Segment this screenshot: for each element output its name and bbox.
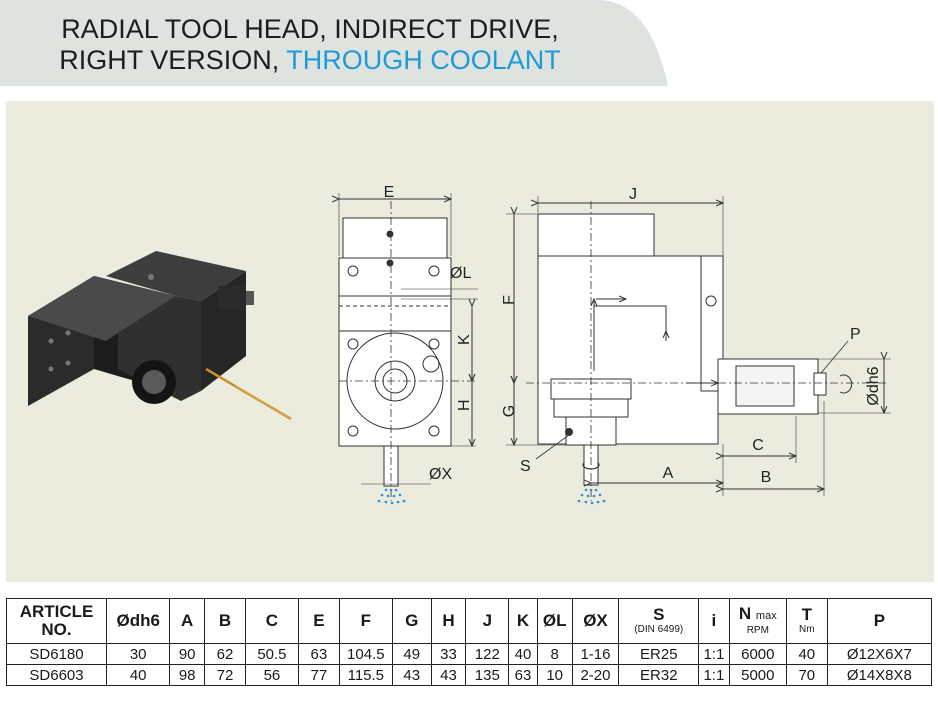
cell-n: 5000 bbox=[728, 664, 787, 686]
title-line-1: RADIAL TOOL HEAD, INDIRECT DRIVE, bbox=[61, 14, 559, 44]
cell-e: 77 bbox=[297, 664, 340, 686]
cell-article: SD6603 bbox=[5, 664, 108, 686]
dim-label-g: G bbox=[501, 405, 518, 417]
col-header-l: ØL bbox=[536, 598, 573, 644]
coolant-spray bbox=[377, 488, 606, 505]
table-row: SD6180 30 90 62 50.5 63 104.5 49 33 122 … bbox=[5, 643, 933, 665]
col-header-n-label: N bbox=[738, 604, 752, 623]
cell-g: 43 bbox=[391, 664, 432, 686]
dim-label-c: C bbox=[752, 437, 764, 454]
cell-f: 104.5 bbox=[338, 643, 393, 665]
col-header-article: ARTICLE NO. bbox=[5, 598, 108, 644]
col-header-a: A bbox=[169, 598, 206, 644]
col-header-p: P bbox=[826, 598, 933, 644]
col-header-h: H bbox=[430, 598, 467, 644]
cell-p: Ø12X6X7 bbox=[826, 643, 933, 665]
col-header-t-sub: Nm bbox=[799, 624, 815, 635]
cell-b: 62 bbox=[204, 643, 246, 665]
col-header-g: G bbox=[391, 598, 432, 644]
col-header-s: S (DIN 6499) bbox=[618, 598, 700, 644]
dim-label-f: F bbox=[501, 295, 518, 305]
table-header-row: ARTICLE NO. Ødh6 A B C E F G H J K ØL ØX… bbox=[5, 598, 933, 644]
col-header-i: i bbox=[698, 598, 730, 644]
page-title: RADIAL TOOL HEAD, INDIRECT DRIVE, RIGHT … bbox=[0, 14, 620, 76]
col-header-s-sub: (DIN 6499) bbox=[634, 624, 684, 635]
cell-s: ER25 bbox=[618, 643, 700, 665]
cell-n: 6000 bbox=[728, 643, 787, 665]
cell-i: 1:1 bbox=[698, 643, 730, 665]
dim-label-k: K bbox=[456, 334, 473, 345]
cell-g: 49 bbox=[391, 643, 432, 665]
dim-label-x: ØX bbox=[429, 466, 452, 483]
cell-s: ER32 bbox=[618, 664, 700, 686]
cell-dh6: 40 bbox=[106, 664, 171, 686]
dim-label-p: P bbox=[850, 326, 861, 343]
dim-label-dh6: Ødh6 bbox=[865, 366, 882, 405]
dim-label-l: ØL bbox=[450, 265, 471, 282]
cell-j: 135 bbox=[465, 664, 510, 686]
col-header-k: K bbox=[508, 598, 538, 644]
title-highlight: THROUGH COOLANT bbox=[286, 45, 561, 75]
product-render bbox=[28, 251, 292, 421]
cell-h: 43 bbox=[430, 664, 467, 686]
col-header-f: F bbox=[338, 598, 393, 644]
col-header-b: B bbox=[204, 598, 246, 644]
cell-t: 70 bbox=[785, 664, 828, 686]
col-header-s-label: S bbox=[653, 605, 665, 624]
spec-table: ARTICLE NO. Ødh6 A B C E F G H J K ØL ØX… bbox=[5, 598, 933, 686]
cell-x: 1-16 bbox=[571, 643, 620, 665]
cell-a: 90 bbox=[169, 643, 206, 665]
cell-dh6: 30 bbox=[106, 643, 171, 665]
dim-label-s: S bbox=[520, 458, 531, 475]
cell-article: SD6180 bbox=[5, 643, 108, 665]
cell-c: 56 bbox=[244, 664, 299, 686]
col-header-t: T Nm bbox=[785, 598, 828, 644]
cell-h: 33 bbox=[430, 643, 467, 665]
cell-k: 63 bbox=[508, 664, 538, 686]
cell-e: 63 bbox=[297, 643, 340, 665]
front-view bbox=[339, 193, 478, 501]
figure-panel: E J ØL F K H G ØX S A B C P Ødh6 bbox=[6, 101, 934, 582]
side-view bbox=[506, 196, 891, 501]
dim-label-a: A bbox=[663, 465, 674, 482]
col-header-n: N max RPM bbox=[728, 598, 787, 644]
cell-c: 50.5 bbox=[244, 643, 299, 665]
title-line-2-prefix: RIGHT VERSION, bbox=[59, 45, 280, 75]
cell-l: 10 bbox=[536, 664, 573, 686]
col-header-n-sup: max bbox=[755, 610, 777, 622]
col-header-t-label: T bbox=[801, 605, 812, 624]
cell-b: 72 bbox=[204, 664, 246, 686]
col-header-dh6: Ødh6 bbox=[106, 598, 171, 644]
col-header-j: J bbox=[465, 598, 510, 644]
col-header-article-line2: NO. bbox=[41, 620, 72, 639]
col-header-c: C bbox=[244, 598, 299, 644]
dim-label-e: E bbox=[384, 184, 395, 201]
dim-label-b: B bbox=[761, 469, 772, 486]
title-line-2: RIGHT VERSION, THROUGH COOLANT bbox=[0, 45, 620, 76]
cell-t: 40 bbox=[785, 643, 828, 665]
col-header-n-sub: RPM bbox=[746, 625, 769, 636]
table-row: SD6603 40 98 72 56 77 115.5 43 43 135 63… bbox=[5, 664, 933, 686]
cell-p: Ø14X8X8 bbox=[826, 664, 933, 686]
cell-l: 8 bbox=[536, 643, 573, 665]
col-header-x: ØX bbox=[571, 598, 620, 644]
dim-label-j: J bbox=[629, 186, 637, 203]
cell-x: 2-20 bbox=[571, 664, 620, 686]
cell-f: 115.5 bbox=[338, 664, 393, 686]
title-band bbox=[0, 0, 668, 86]
col-header-e: E bbox=[297, 598, 340, 644]
cell-a: 98 bbox=[169, 664, 206, 686]
dim-label-h: H bbox=[456, 399, 473, 411]
technical-drawing: E J ØL F K H G ØX S A B C P Ødh6 bbox=[28, 184, 891, 505]
cell-j: 122 bbox=[465, 643, 510, 665]
cell-k: 40 bbox=[508, 643, 538, 665]
col-header-article-line1: ARTICLE bbox=[19, 602, 94, 621]
cell-i: 1:1 bbox=[698, 664, 730, 686]
